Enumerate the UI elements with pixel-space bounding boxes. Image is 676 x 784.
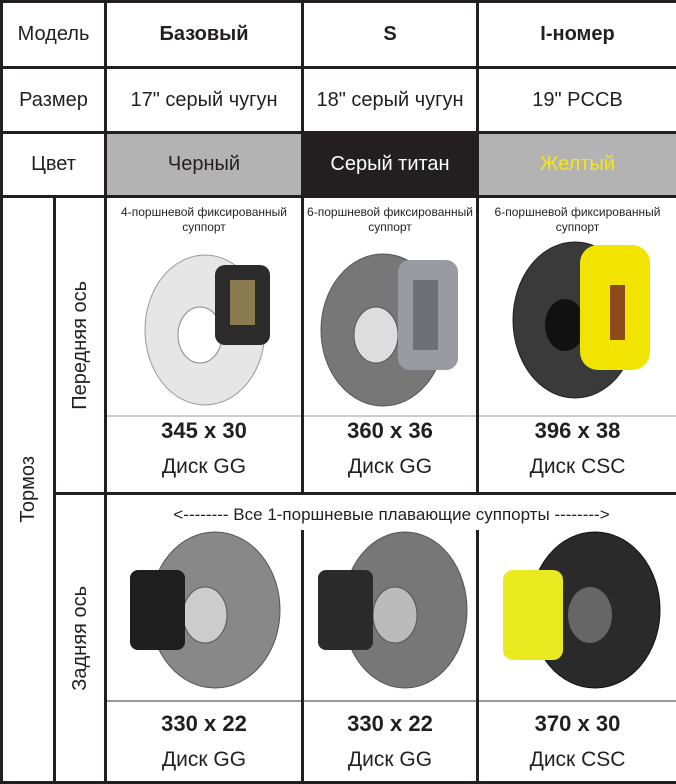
rear-disk-i: Диск CSC bbox=[529, 748, 626, 771]
rear-disk-base: Диск GG bbox=[161, 748, 247, 771]
size-base: 17" серый чугун bbox=[130, 88, 278, 111]
front-disk-base: Диск GG bbox=[161, 455, 247, 478]
size-s: 18" серый чугун bbox=[316, 88, 464, 111]
front-dim-i: 396 x 38 bbox=[534, 418, 621, 443]
rear-disk-s: Диск GG bbox=[347, 748, 433, 771]
front-brake-image-i bbox=[512, 241, 650, 399]
color-base: Черный bbox=[107, 134, 301, 195]
rear-banner: <-------- Все 1-поршневые плавающие супп… bbox=[173, 505, 610, 524]
front-axle-cell: Передняя ось bbox=[56, 198, 104, 492]
color-label: Цвет bbox=[31, 153, 76, 175]
size-i: 19" PCCB bbox=[532, 88, 623, 111]
model-i: I-номер bbox=[540, 23, 615, 45]
rear-brake-image-base bbox=[130, 531, 281, 689]
rear-axle-label: Задняя ось bbox=[68, 585, 91, 691]
front-brake-image-base bbox=[144, 254, 270, 406]
color-i: Желтый bbox=[479, 134, 676, 195]
rear-brake-image-i bbox=[503, 531, 661, 689]
front-dim-s: 360 x 36 bbox=[347, 418, 433, 443]
front-caption-s: 6-поршневой фиксированный суппорт bbox=[307, 205, 473, 234]
color-s: Серый титан bbox=[304, 134, 476, 195]
front-disk-s: Диск GG bbox=[347, 455, 433, 478]
model-s: S bbox=[383, 23, 397, 45]
brakes-label-cell: Тормоз bbox=[3, 198, 53, 781]
rear-dim-i: 370 x 30 bbox=[534, 711, 621, 736]
model-label: Модель bbox=[17, 23, 90, 45]
brakes-label: Тормоз bbox=[16, 456, 39, 523]
rear-dim-s: 330 x 22 bbox=[347, 711, 433, 736]
front-caption-base: 4-поршневой фиксированный суппорт bbox=[121, 205, 287, 234]
front-dim-base: 345 x 30 bbox=[161, 418, 247, 443]
size-label: Размер bbox=[19, 88, 88, 111]
model-base: Базовый bbox=[159, 23, 249, 45]
front-brake-image-s bbox=[320, 253, 458, 407]
front-axle-label: Передняя ось bbox=[68, 280, 91, 410]
front-disk-i: Диск CSC bbox=[529, 455, 626, 478]
rear-axle-cell: Задняя ось bbox=[56, 495, 104, 781]
front-caption-i: 6-поршневой фиксированный суппорт bbox=[494, 205, 661, 234]
rear-dim-base: 330 x 22 bbox=[161, 711, 247, 736]
rear-brake-image-s bbox=[318, 531, 468, 689]
